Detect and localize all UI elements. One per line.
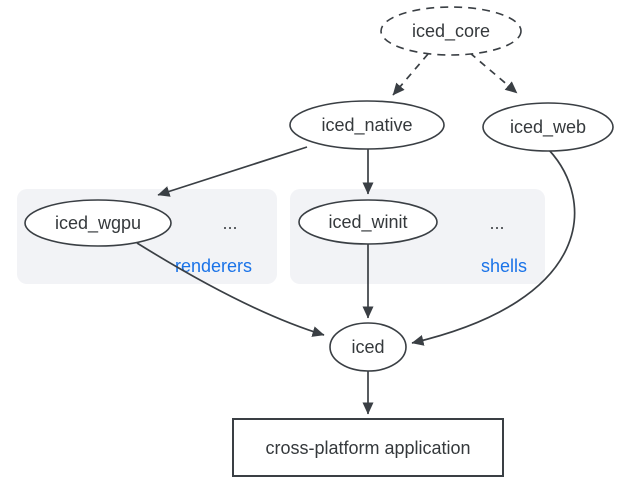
group-renderers-ellipsis: ... [222,213,237,233]
node-application: cross-platform application [232,418,504,477]
node-iced-core-label: iced_core [412,21,490,42]
node-iced-core: iced_core [380,6,522,56]
node-iced: iced [329,322,407,372]
edge-iced-core-to-iced-web [469,52,518,94]
node-iced-label: iced [351,337,384,357]
node-iced-wgpu: iced_wgpu [24,199,172,247]
node-iced-web: iced_web [482,102,614,152]
node-iced-wgpu-label: iced_wgpu [55,213,141,234]
group-shells-label: shells [481,256,527,276]
node-iced-winit: iced_winit [298,199,438,245]
node-iced-web-shape [482,102,614,152]
edge-iced-web-to-iced [411,149,576,346]
edge-iced-wgpu-to-iced [136,242,325,337]
node-iced-shape [329,322,407,372]
node-iced-core-shape [380,6,522,56]
node-iced-winit-shape [298,199,438,245]
node-iced-native: iced_native [289,100,445,150]
edge-iced-native-to-iced-wgpu [157,146,308,197]
node-iced-native-shape [289,100,445,150]
node-application-shape [232,418,504,477]
node-application-label: cross-platform application [265,438,470,458]
node-iced-web-label: iced_web [510,117,586,138]
group-renderers-label: renderers [175,256,252,276]
edge-iced-core-to-iced-native [392,53,429,96]
node-iced-winit-label: iced_winit [328,212,407,233]
group-shells-ellipsis: ... [489,213,504,233]
node-iced-wgpu-shape [24,199,172,247]
node-iced-native-label: iced_native [321,115,412,136]
